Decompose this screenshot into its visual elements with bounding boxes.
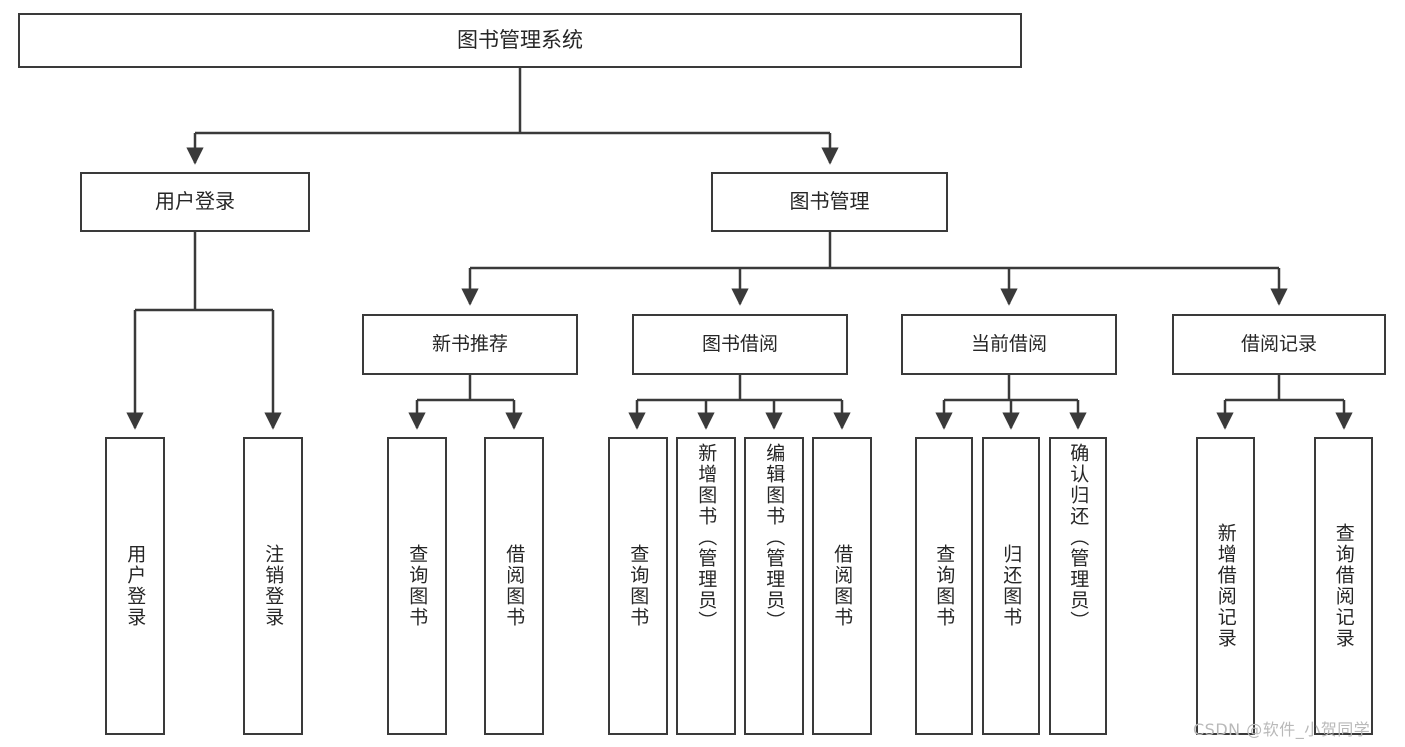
leaf-borrow-record-add[interactable]: 新增借阅记录	[1196, 437, 1255, 735]
node-new-book-recommend[interactable]: 新书推荐	[362, 314, 578, 375]
node-current-borrow[interactable]: 当前借阅	[901, 314, 1117, 375]
leaf-label: 归还图书	[1000, 544, 1023, 628]
leaf-label: 新增借阅记录	[1214, 523, 1237, 649]
node-user-login[interactable]: 用户登录	[80, 172, 310, 232]
leaf-label: 用户登录	[124, 544, 147, 628]
leaf-user-login-signin[interactable]: 用户登录	[105, 437, 165, 735]
leaf-current-borrow-query[interactable]: 查询图书	[915, 437, 973, 735]
leaf-user-login-signout[interactable]: 注销登录	[243, 437, 303, 735]
leaf-book-borrow-lend[interactable]: 借阅图书	[812, 437, 872, 735]
node-book-management[interactable]: 图书管理	[711, 172, 948, 232]
node-borrow-record-label: 借阅记录	[1240, 333, 1317, 356]
leaf-label: 查询图书	[406, 544, 429, 628]
leaf-borrow-record-query[interactable]: 查询借阅记录	[1314, 437, 1373, 735]
leaf-label: 查询图书	[627, 544, 650, 628]
leaf-current-borrow-confirm[interactable]: 确认归还（管理员）	[1049, 437, 1107, 735]
node-borrow-record[interactable]: 借阅记录	[1172, 314, 1386, 375]
node-book-borrow-label: 图书借阅	[701, 333, 778, 356]
node-book-borrow[interactable]: 图书借阅	[632, 314, 848, 375]
leaf-book-borrow-edit[interactable]: 编辑图书（管理员）	[744, 437, 804, 735]
leaf-current-borrow-return[interactable]: 归还图书	[982, 437, 1040, 735]
leaf-label: 借阅图书	[831, 544, 854, 628]
leaf-label: 查询借阅记录	[1332, 523, 1355, 649]
leaf-new-book-query[interactable]: 查询图书	[387, 437, 447, 735]
csdn-watermark: CSDN @软件_小贺同学	[1193, 720, 1371, 739]
leaf-label: 查询图书	[933, 544, 956, 628]
leaf-book-borrow-add[interactable]: 新增图书（管理员）	[676, 437, 736, 735]
leaf-book-borrow-query[interactable]: 查询图书	[608, 437, 668, 735]
leaf-label: 编辑图书（管理员）	[763, 443, 786, 632]
node-user-login-label: 用户登录	[155, 189, 235, 214]
node-root[interactable]: 图书管理系统	[18, 13, 1022, 68]
node-new-book-recommend-label: 新书推荐	[431, 333, 508, 356]
leaf-label: 注销登录	[262, 544, 285, 628]
leaf-label: 确认归还（管理员）	[1067, 443, 1090, 632]
node-book-management-label: 图书管理	[789, 189, 870, 214]
leaf-label: 新增图书（管理员）	[695, 443, 718, 632]
node-current-borrow-label: 当前借阅	[970, 333, 1047, 356]
leaf-new-book-borrow[interactable]: 借阅图书	[484, 437, 544, 735]
leaf-label: 借阅图书	[503, 544, 526, 628]
node-root-label: 图书管理系统	[457, 28, 583, 53]
